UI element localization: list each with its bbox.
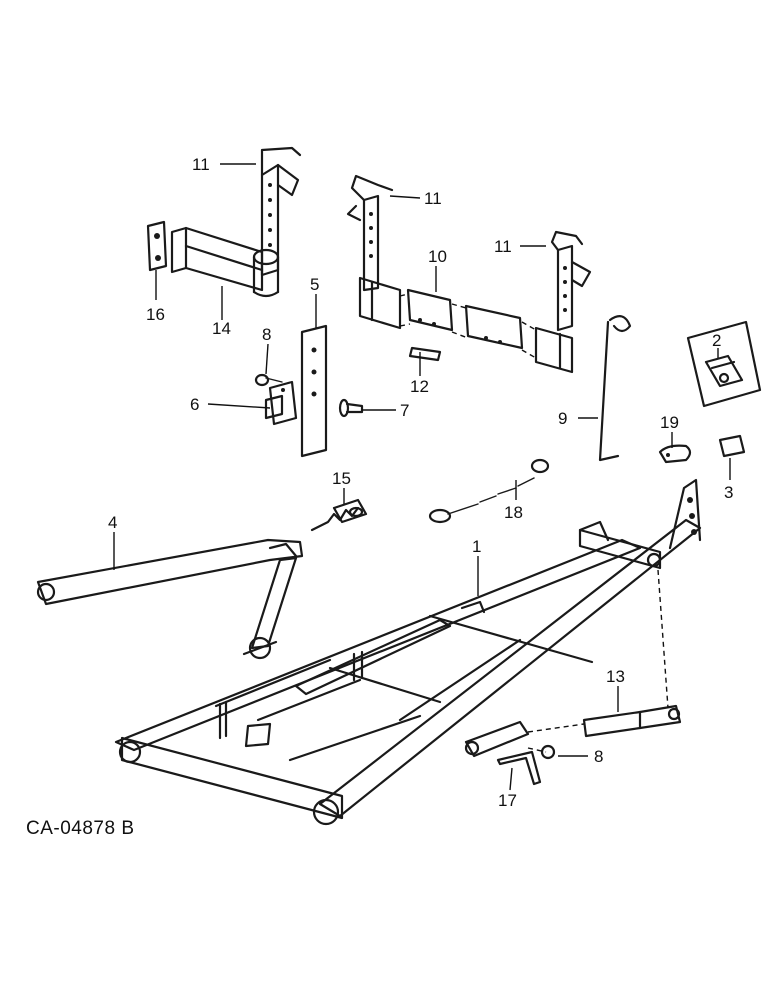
callout-18: 18 [504,503,523,522]
part-11-left-bracket [260,146,302,277]
part-16-plate [146,220,168,272]
part-12-clip [408,346,442,362]
callout-14: 14 [212,319,231,338]
drawing-code: CA-04878 B [26,818,135,839]
part-5-flat-bar [300,324,328,458]
part-4-hitch-arm [36,538,304,660]
part-9-spring-rod [598,315,632,462]
part-6-hinge-bracket [264,380,298,426]
part-13-jack [464,704,682,758]
part-2-clevis [686,320,762,408]
callout-11-middle: 11 [424,189,442,208]
callout-8-lower: 8 [594,747,603,766]
callout-1: 1 [472,537,481,556]
part-11-middle-bracket [346,174,394,292]
callout-9: 9 [558,409,567,428]
part-14-tube-bracket [170,226,280,298]
callout-11-right: 11 [494,237,512,256]
callout-labels: 11 11 11 10 5 16 14 8 12 6 7 2 9 19 3 15… [108,155,733,810]
callout-3: 3 [724,483,733,502]
part-8-upper-pin [254,373,283,387]
part-11-right-bracket [550,230,592,332]
callout-7: 7 [400,401,409,420]
part-15-spring-assembly [310,498,368,532]
part-3-bushing [718,434,746,458]
part-19-link [658,444,692,464]
callout-8-upper: 8 [262,325,271,344]
callout-16: 16 [146,305,165,324]
callout-10: 10 [428,247,447,266]
callout-13: 13 [606,667,625,686]
part-10-bracket-assembly [358,276,574,374]
part-1-main-frame [114,478,702,826]
leader-lines [113,163,731,791]
callout-11-left: 11 [192,155,210,174]
part-8-lower-pin [540,744,556,760]
callout-19: 19 [660,413,679,432]
callout-17: 17 [498,791,517,810]
callout-4: 4 [108,513,117,532]
part-18-chain [428,458,550,524]
callout-12: 12 [410,377,429,396]
callout-2: 2 [712,331,721,350]
callout-5: 5 [310,275,319,294]
callout-15: 15 [332,469,351,488]
part-17-l-pin [496,750,542,786]
part-7-bolt [338,398,364,418]
callout-6: 6 [190,395,199,414]
